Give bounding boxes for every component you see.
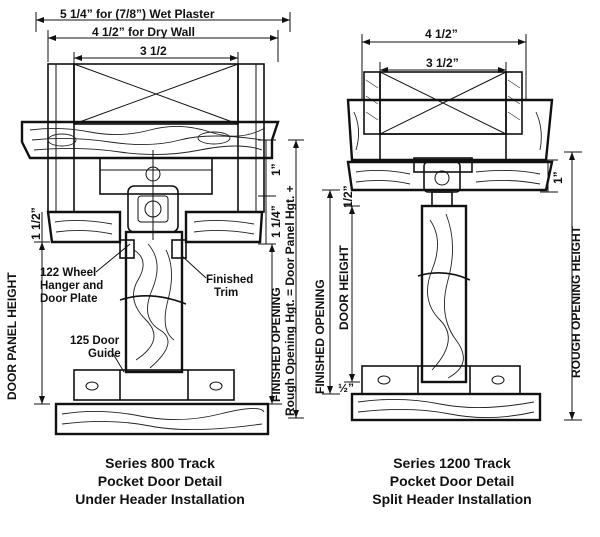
left-callout-line-trim [181, 255, 207, 279]
left-detail: 5 1/4” for (7/8”) Wet Plaster 4 1/2” for… [5, 7, 304, 507]
left-wall-framing [47, 63, 265, 213]
left-label-wheel-hanger-3: Door Plate [40, 293, 98, 305]
left-label-finished-trim-2: Trim [214, 287, 238, 299]
left-label-wheel-hanger-1: 122 Wheel [40, 267, 96, 279]
right-caption-line-1: Series 1200 Track [393, 455, 511, 471]
left-caption-line-2: Pocket Door Detail [98, 473, 222, 489]
right-dim-half-top: 1/2” [341, 185, 355, 208]
left-label-finished-trim-1: Finished [206, 274, 253, 286]
left-dim-one-and-quarter: 1 1/4” [269, 205, 283, 238]
left-dim-stud-width: 3 1/2 [140, 44, 167, 58]
left-floor [54, 402, 270, 436]
right-door-panel [417, 204, 471, 384]
left-dimension-lines [35, 12, 291, 70]
left-dim-one-inch: 1” [269, 163, 283, 176]
left-right-side-dims [258, 139, 304, 419]
right-rough-opening-height-label: ROUGH OPENING HEIGHT [569, 225, 583, 378]
right-track-assembly [413, 157, 473, 207]
right-dim-three-and-half: 3 1/2” [426, 56, 459, 70]
right-caption-line-2: Pocket Door Detail [390, 473, 514, 489]
left-door-panel-height-label: DOOR PANEL HEIGHT [5, 272, 19, 400]
left-label-door-guide-2: Guide [88, 348, 121, 360]
right-door-guide [361, 365, 521, 395]
left-dim-wet-plaster: 5 1/4” for (7/8”) Wet Plaster [60, 7, 215, 21]
right-door-height-label: DOOR HEIGHT [337, 245, 351, 330]
right-dimension-lines [361, 34, 527, 100]
left-label-door-guide-1: 125 Door [70, 335, 120, 347]
left-dim-one-and-half: 1 1/2” [29, 207, 43, 240]
left-caption-line-1: Series 800 Track [105, 455, 215, 471]
right-dim-half-bottom: ½” [338, 381, 354, 395]
left-door-panel-height-dim [34, 212, 50, 405]
right-detail: 4 1/2” 3 1/2” [313, 27, 583, 507]
left-header-wood [20, 120, 280, 160]
left-callout-line-hanger [95, 243, 131, 273]
left-callout-line-guide [111, 351, 125, 373]
right-dim-four-and-half: 4 1/2” [425, 27, 458, 41]
right-right-side-dims [540, 151, 582, 421]
left-finished-opening-label: FINISHED OPENING [269, 287, 283, 402]
left-track-assembly [99, 150, 213, 240]
right-dim-one-inch: 1” [551, 171, 565, 184]
right-caption-line-3: Split Header Installation [372, 491, 531, 507]
right-left-side-dims [322, 189, 360, 395]
left-door-guide [73, 369, 235, 401]
right-floor [350, 392, 542, 422]
right-lower-header-wood [346, 160, 554, 192]
left-label-wheel-hanger-2: Hanger and [40, 280, 103, 292]
left-caption-line-3: Under Header Installation [75, 491, 245, 507]
right-wall-finish [363, 71, 523, 135]
right-finished-opening-label: FINISHED OPENING [313, 279, 327, 394]
left-door-panel [119, 230, 187, 374]
left-jamb-wood [46, 210, 264, 259]
left-dim-dry-wall: 4 1/2” for Dry Wall [92, 25, 195, 39]
left-rough-opening-formula: Rough Opening Hgt. = Door Panel Hgt. + [283, 185, 297, 416]
